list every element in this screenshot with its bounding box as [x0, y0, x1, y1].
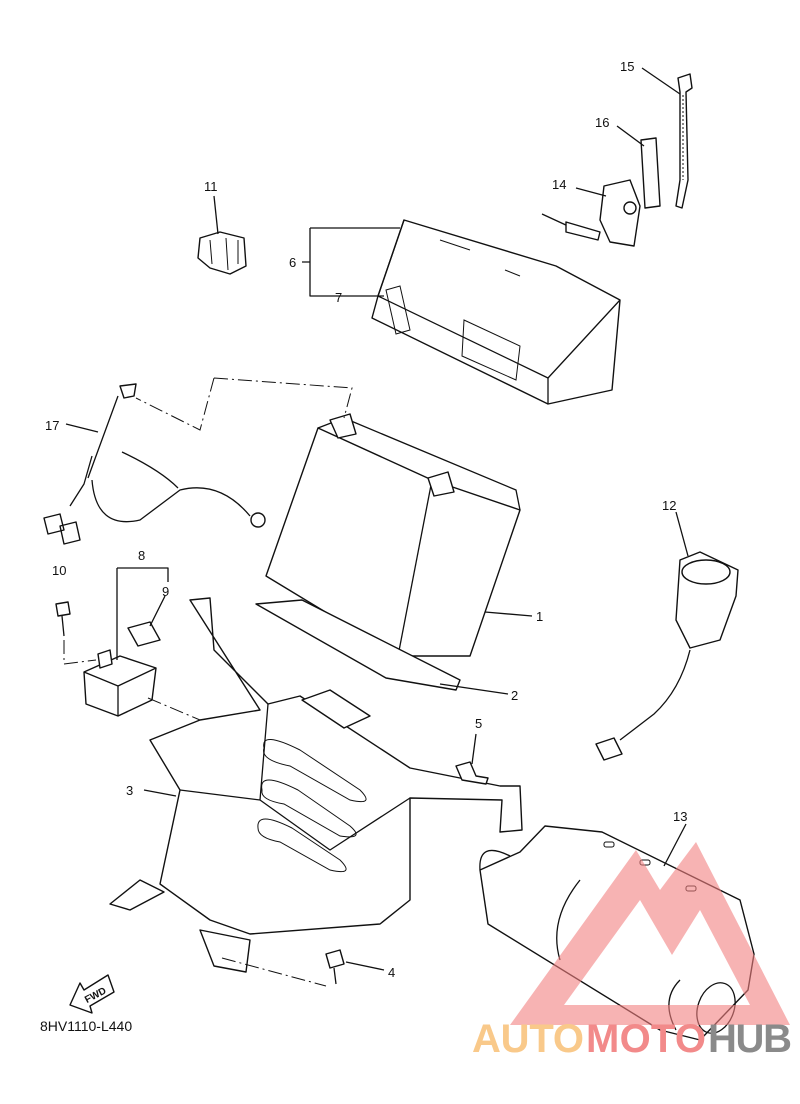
watermark-auto: AUTO: [472, 1017, 584, 1061]
part-8-starter-relay: [83, 649, 157, 717]
leader-lines: [63, 67, 689, 987]
callout-17: 17: [45, 418, 59, 433]
part-16-pad: [640, 137, 661, 209]
part-14-switch: [541, 179, 641, 247]
callout-1: 1: [536, 609, 543, 624]
callout-3: 3: [126, 783, 133, 798]
part-10-bolt: [55, 601, 71, 637]
part-4-bolt: [325, 949, 345, 985]
watermark-hub: HUB: [708, 1017, 792, 1061]
callout-2: 2: [511, 688, 518, 703]
callout-9: 9: [162, 584, 169, 599]
fwd-arrow-icon: FWD: [69, 974, 115, 1014]
callout-labels: 15 16 14 11 6 7 17 12 8 10 9 1 2 5 3 13 …: [45, 59, 687, 980]
callout-11: 11: [204, 179, 218, 194]
callout-8: 8: [138, 548, 145, 563]
part-15-cable-tie: [675, 73, 693, 209]
part-5-bolt: [455, 761, 489, 785]
watermark-logo: [510, 842, 790, 1025]
callout-16: 16: [595, 115, 609, 130]
part-17-wire-lead: [43, 383, 266, 545]
callout-14: 14: [552, 177, 566, 192]
callout-13: 13: [673, 809, 687, 824]
part-6-battery-cover: [371, 219, 621, 405]
part-1-battery: [265, 413, 521, 657]
watermark-text: AUTO MOTO HUB: [472, 1017, 792, 1061]
callout-10: 10: [52, 563, 66, 578]
diagram-code: 8HV1110-L440: [40, 1018, 132, 1034]
callout-5: 5: [475, 716, 482, 731]
callout-12: 12: [662, 498, 676, 513]
callout-15: 15: [620, 59, 634, 74]
watermark-moto: MOTO: [586, 1017, 706, 1061]
part-9-fuse: [127, 621, 161, 647]
callout-4: 4: [388, 965, 395, 980]
part-12-accessory-socket: [595, 551, 739, 761]
part-2-pad: [255, 599, 461, 691]
part-3-battery-bracket: [109, 597, 523, 973]
callout-6: 6: [289, 255, 296, 270]
callout-7: 7: [335, 290, 342, 305]
part-11-clip: [197, 231, 247, 275]
